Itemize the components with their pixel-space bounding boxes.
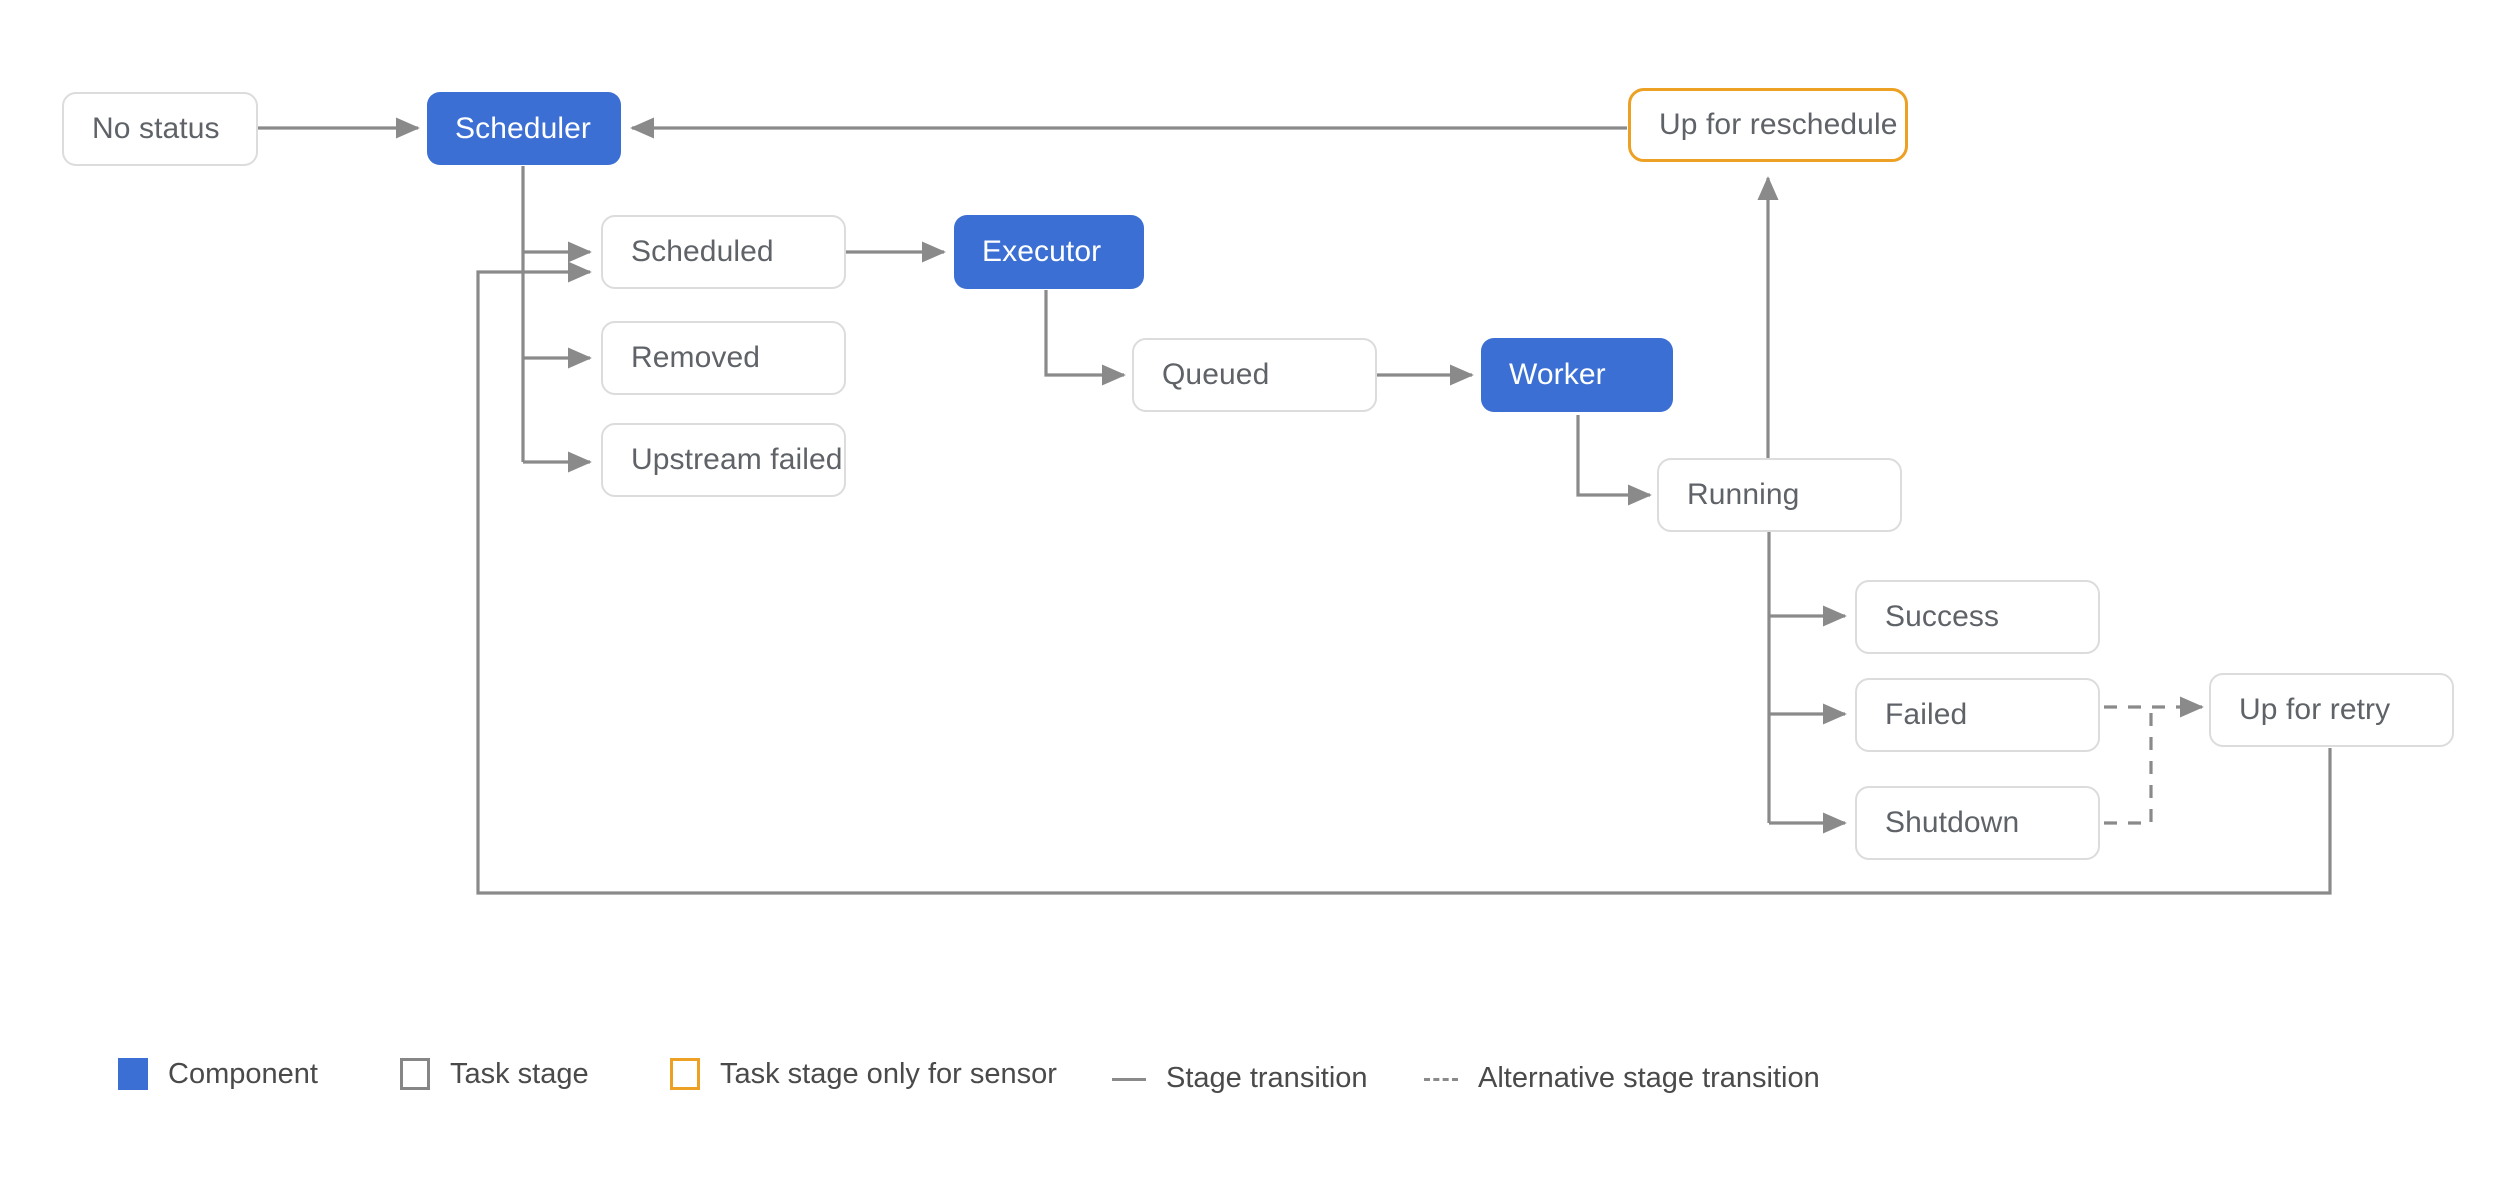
node-executor[interactable]: Executor: [954, 215, 1144, 289]
node-label: Running: [1687, 478, 1800, 511]
task-stage-sensor-swatch-icon: [670, 1058, 700, 1090]
legend-item-alternative-stage-transition: Alternative stage transition: [1424, 1056, 1820, 1100]
node-label: Removed: [631, 341, 761, 374]
node-scheduler[interactable]: Scheduler: [427, 92, 621, 165]
legend-item-component: Component: [118, 1052, 318, 1096]
node-success[interactable]: Success: [1855, 580, 2100, 654]
node-label: Failed: [1885, 698, 1968, 731]
node-label: Scheduler: [455, 111, 591, 145]
legend-label: Task stage only for sensor: [720, 1057, 1057, 1090]
legend-item-task-stage-sensor: Task stage only for sensor: [670, 1052, 1057, 1096]
node-label: Up for retry: [2239, 693, 2391, 726]
node-no-status[interactable]: No status: [62, 92, 258, 166]
legend: Component Task stage Task stage only for…: [0, 1030, 2510, 1100]
solid-line-icon: [1112, 1077, 1146, 1081]
node-queued[interactable]: Queued: [1132, 338, 1377, 412]
node-label: Up for reschedule: [1659, 108, 1898, 141]
node-failed[interactable]: Failed: [1855, 678, 2100, 752]
node-shutdown[interactable]: Shutdown: [1855, 786, 2100, 860]
node-label: Scheduled: [631, 235, 774, 268]
legend-label: Task stage: [450, 1057, 589, 1090]
node-running[interactable]: Running: [1657, 458, 1902, 532]
node-up-for-reschedule[interactable]: Up for reschedule: [1628, 88, 1908, 162]
edge-worker-to-running: [1576, 415, 1652, 506]
legend-label: Component: [168, 1057, 318, 1090]
node-worker[interactable]: Worker: [1481, 338, 1673, 412]
node-label: Upstream failed: [631, 443, 843, 476]
legend-item-stage-transition: Stage transition: [1112, 1056, 1368, 1100]
node-label: Success: [1885, 600, 2000, 633]
node-label: Worker: [1509, 358, 1606, 391]
node-label: Queued: [1162, 358, 1270, 391]
legend-label: Stage transition: [1166, 1061, 1368, 1094]
node-label: Shutdown: [1885, 806, 2020, 839]
dashed-line-icon: [1424, 1077, 1458, 1081]
task-stage-swatch-icon: [400, 1058, 430, 1090]
component-swatch-icon: [118, 1058, 148, 1090]
node-label: No status: [92, 112, 220, 145]
node-removed[interactable]: Removed: [601, 321, 846, 395]
edge-shutdown-to-up-for-retry: [2104, 707, 2153, 825]
legend-label: Alternative stage transition: [1478, 1061, 1820, 1094]
node-scheduled[interactable]: Scheduled: [601, 215, 846, 289]
node-up-for-retry[interactable]: Up for retry: [2209, 673, 2454, 747]
node-label: Executor: [982, 235, 1102, 268]
edge-executor-to-queued: [1044, 290, 1126, 386]
node-upstream-failed[interactable]: Upstream failed: [601, 423, 846, 497]
legend-item-task-stage: Task stage: [400, 1052, 589, 1096]
